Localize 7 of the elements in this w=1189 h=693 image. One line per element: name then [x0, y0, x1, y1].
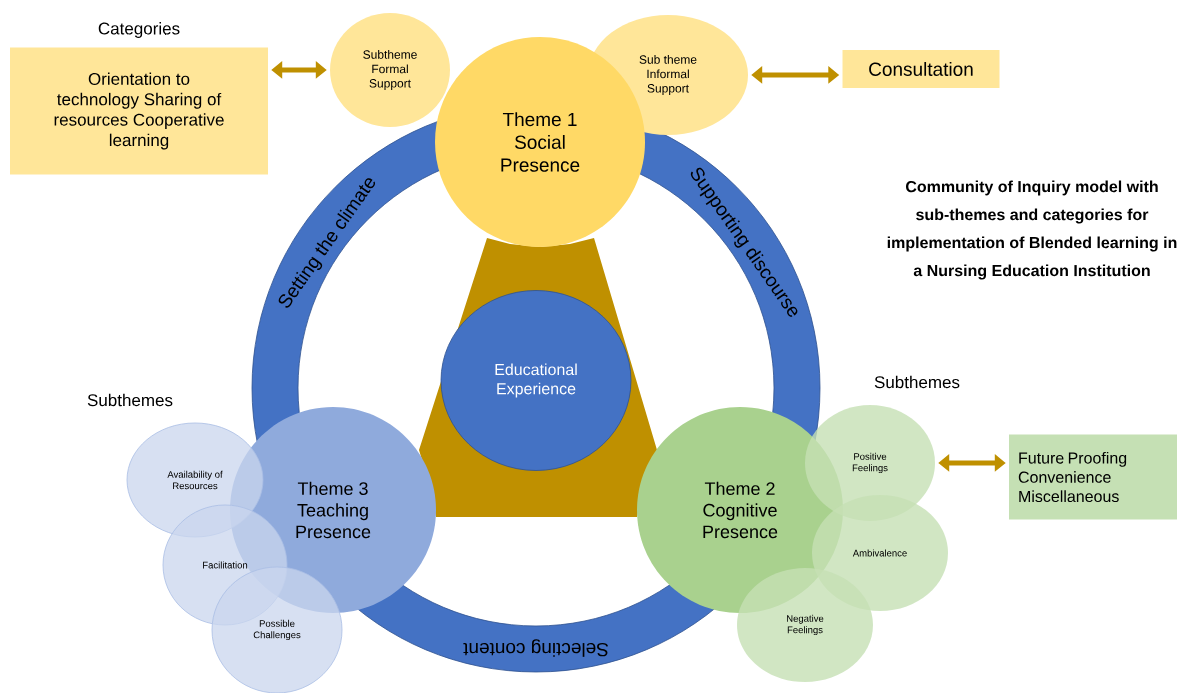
title: Community of Inquiry model with sub-themes and categories for implementation of Blended learning in a Nursing Education Institution [887, 180, 1177, 280]
category-box: Orientation to technology Sharing of resources Cooperative learning [10, 47, 268, 175]
group-label: Subthemes [874, 375, 960, 389]
group-label: Subthemes [87, 393, 173, 407]
category-box: Consultation [842, 50, 1000, 88]
category-box: Future Proofing Convenience Miscellaneous [1009, 434, 1177, 520]
heading: Categories [98, 22, 180, 38]
